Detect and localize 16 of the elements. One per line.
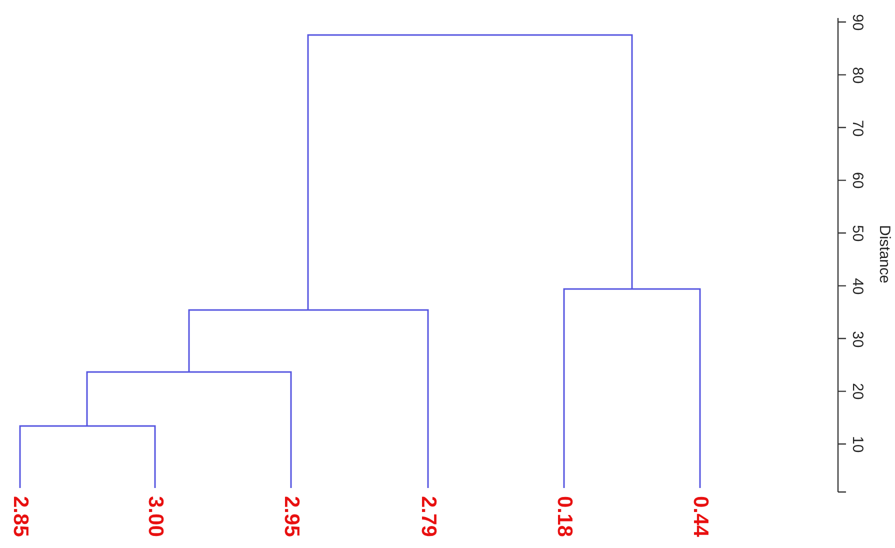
tick-label: 60 (850, 172, 865, 189)
tick-label: 40 (850, 278, 865, 294)
leaf-label: 2.85 (10, 496, 31, 537)
leaf-label: 0.44 (690, 496, 711, 537)
leaf-label: 2.79 (418, 496, 439, 537)
tick-label: 10 (850, 436, 865, 453)
leaf-label: 3.00 (145, 496, 166, 537)
leaf-label: 2.95 (281, 496, 302, 537)
tick-label: 20 (850, 383, 865, 400)
tick-label: 30 (850, 330, 865, 348)
tick-label: 80 (850, 66, 865, 84)
tick-label: 90 (850, 14, 865, 31)
tick-label: 70 (850, 120, 865, 136)
axis-title: Distance (877, 225, 892, 284)
tick-label: 50 (850, 225, 865, 242)
leaf-label: 0.18 (554, 496, 575, 537)
